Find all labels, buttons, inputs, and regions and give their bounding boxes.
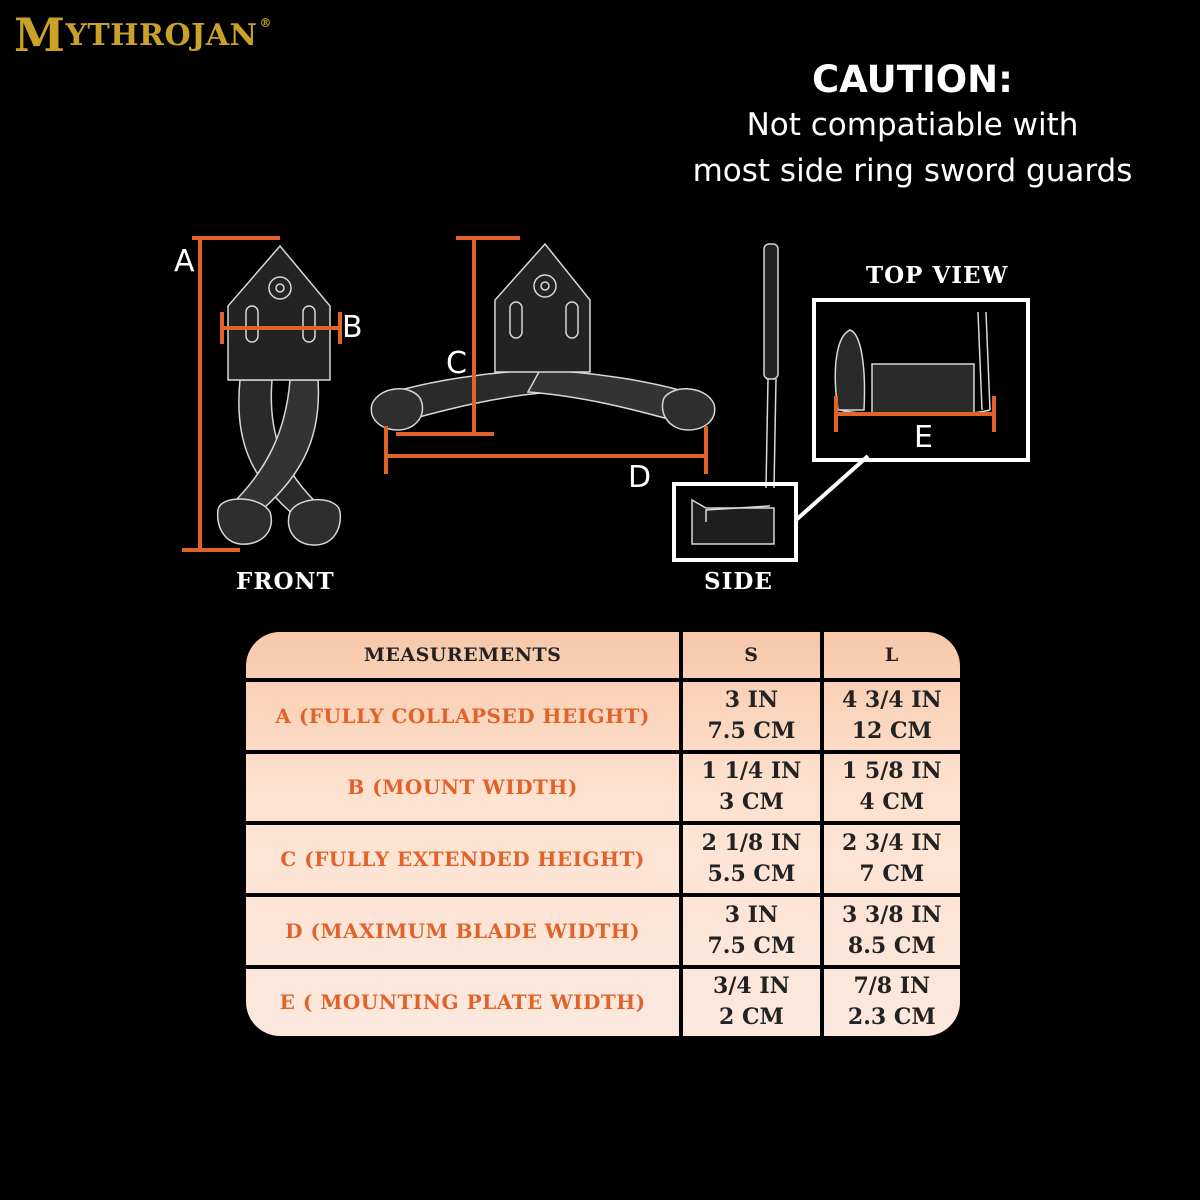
dimension-label-b: B [342,310,363,345]
table-header-row: MEASUREMENTS S L [246,632,960,682]
row-label: B (MOUNT WIDTH) [246,749,684,826]
measurements-table: MEASUREMENTS S L A (FULLY COLLAPSED HEIG… [246,632,960,1036]
caution-heading: CAUTION: [812,58,1013,101]
size-s-value: 1 1/4 IN 3 CM [679,749,824,826]
value-cm: 3 CM [718,789,784,816]
extended-foot-right [661,388,716,431]
size-s-value: 3 IN 7.5 CM [679,892,824,969]
value-cm: 2.3 CM [847,1004,936,1031]
dimension-label-c: C [446,346,467,381]
dimension-e [834,396,996,432]
value-cm: 5.5 CM [707,861,796,888]
view-label-side: SIDE [704,568,773,595]
header-size-l: L [819,632,960,682]
brand-name: YTHROJAN [65,18,258,53]
top-mount-block [871,363,975,415]
value-inches: 3/4 IN [713,973,790,1000]
hanger-diagram [182,236,1030,562]
top-arm-right [977,311,991,411]
value-cm: 2 CM [718,1004,784,1031]
value-inches: 1 5/8 IN [841,758,942,785]
dimension-c [396,236,520,436]
extended-mount-plate [494,242,591,373]
row-label: A (FULLY COLLAPSED HEIGHT) [246,678,684,754]
side-hook [705,505,771,522]
size-l-value: 2 3/4 IN 7 CM [819,821,960,897]
value-inches: 3 3/8 IN [841,901,942,928]
table-row: E ( MOUNTING PLATE WIDTH) 3/4 IN 2 CM 7/8… [246,964,960,1036]
row-label: C (FULLY EXTENDED HEIGHT) [246,821,684,897]
table-row: D (MAXIMUM BLADE WIDTH) 3 IN 7.5 CM 3 3/8… [246,892,960,969]
side-plate [763,243,779,380]
detail-connector [794,454,870,522]
dimension-d [384,426,708,474]
size-l-value: 3 3/8 IN 8.5 CM [819,892,960,969]
value-inches: 3 IN [724,686,779,713]
size-s-value: 3/4 IN 2 CM [679,964,824,1036]
extended-screw-outer [533,274,557,298]
side-detail-box [672,482,798,562]
value-inches: 3 IN [724,901,779,928]
extended-slot-left [509,301,523,339]
header-size-s: S [679,632,824,682]
front-slot-right [302,305,316,343]
front-mount-plate [227,244,331,381]
measurements-grid: MEASUREMENTS S L A (FULLY COLLAPSED HEIG… [246,632,960,1036]
row-label: D (MAXIMUM BLADE WIDTH) [246,892,684,969]
caution-line-1: Not compatiable with [746,107,1079,143]
dimension-label-a: A [174,244,195,279]
side-view-drawing [672,243,870,562]
header-measurements: MEASUREMENTS [246,632,684,682]
side-foot [691,498,775,545]
value-cm: 4 CM [859,789,925,816]
dimension-label-d: D [628,460,652,495]
brand-initial: M [14,8,66,62]
value-cm: 8.5 CM [847,932,936,959]
caution-line-2: most side ring sword guards [692,153,1133,189]
front-foot-left [216,498,273,545]
value-inches: 1 1/4 IN [701,758,802,785]
dimension-b [220,312,342,344]
top-view-drawing [812,298,1030,462]
registered-mark: ® [259,16,272,30]
size-l-value: 7/8 IN 2.3 CM [819,964,960,1036]
size-s-value: 2 1/8 IN 5.5 CM [679,821,824,897]
top-arm-left [834,329,866,411]
dimension-a [182,236,280,552]
table-row: B (MOUNT WIDTH) 1 1/4 IN 3 CM 1 5/8 IN 4 C… [246,749,960,826]
size-l-value: 1 5/8 IN 4 CM [819,749,960,826]
dimension-label-e: E [914,420,933,455]
value-inches: 7/8 IN [853,973,931,1000]
size-l-value: 4 3/4 IN 12 CM [819,678,960,754]
front-view-drawing [216,244,342,546]
front-foot-right [287,498,342,546]
value-inches: 2 1/8 IN [701,830,802,857]
front-screw-inner [275,283,285,293]
value-inches: 2 3/4 IN [841,830,942,857]
size-s-value: 3 IN 7.5 CM [679,678,824,754]
extended-foot-left [370,388,424,431]
brand-logo: MYTHROJAN® [14,8,272,62]
view-label-top: TOP VIEW [866,262,1009,289]
front-screw-outer [268,276,292,300]
value-cm: 7 CM [859,861,925,888]
extended-view-drawing [370,242,716,431]
value-cm: 7.5 CM [707,717,796,744]
table-row: A (FULLY COLLAPSED HEIGHT) 3 IN 7.5 CM 4 … [246,678,960,754]
top-view-frame [812,298,1030,462]
table-row: C (FULLY EXTENDED HEIGHT) 2 1/8 IN 5.5 CM… [246,821,960,897]
caution-notice: CAUTION: Not compatiable with most side … [650,58,1175,194]
front-slot-left [245,305,259,343]
value-cm: 7.5 CM [707,932,796,959]
view-label-front: FRONT [236,568,335,595]
value-inches: 4 3/4 IN [841,686,942,713]
extended-slot-right [565,301,579,339]
row-label: E ( MOUNTING PLATE WIDTH) [246,964,684,1036]
value-cm: 12 CM [851,717,932,744]
extended-screw-inner [540,281,550,291]
side-arm [765,378,777,489]
